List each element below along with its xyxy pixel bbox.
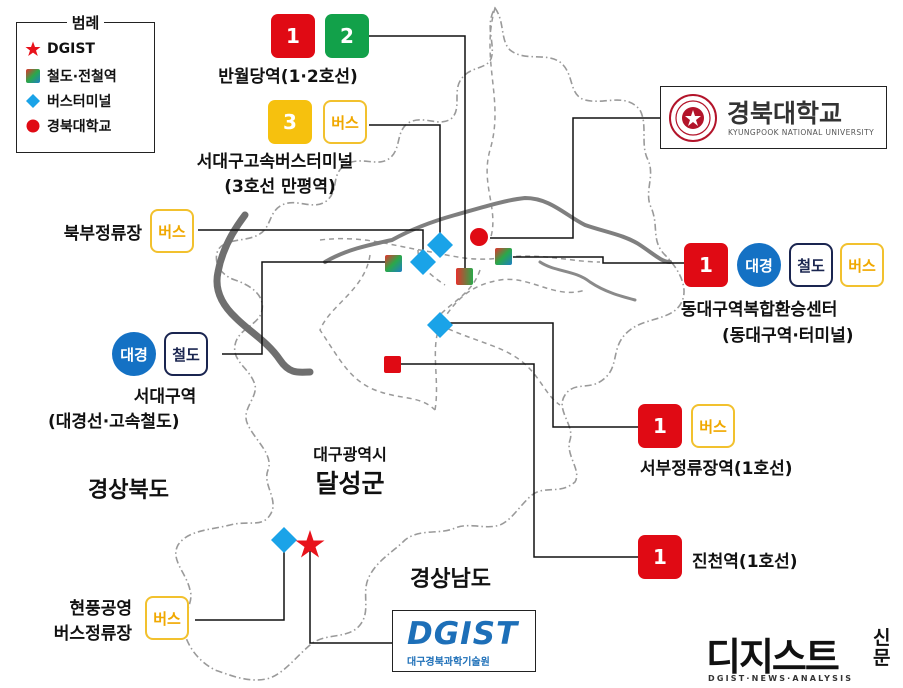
knu-logo[interactable]: 경북대학교 KYUNGPOOK NATIONAL UNIVERSITY [660, 86, 887, 149]
bukbu-label: 북부정류장 [63, 224, 142, 244]
red-circle-icon [25, 118, 41, 134]
seodaegu-bus-label-2: (3호선 만평역) [224, 177, 336, 197]
knu-logo-sub: KYUNGPOOK NATIONAL UNIVERSITY [728, 128, 875, 137]
seodaegu-bus-badge[interactable]: 버스 [323, 100, 367, 144]
dongdaegu-rail-badge[interactable]: 철도 [789, 243, 833, 287]
seobu-station-marker[interactable] [384, 356, 401, 373]
legend: 범례 DGIST 철도·전철역 버스터미널 경북대학교 [16, 14, 155, 153]
knu-marker[interactable] [470, 228, 488, 246]
seodaegu-bus-line3-badge[interactable]: 3 [268, 100, 312, 144]
jincheon-line1-badge[interactable]: 1 [638, 535, 682, 579]
legend-item-dgist: DGIST [25, 41, 95, 57]
region-daegu: 대구광역시 [313, 445, 387, 464]
region-dalseong: 달성군 [315, 469, 385, 498]
dongdaegu-line1-badge[interactable]: 1 [684, 243, 728, 287]
banwoldang-line1-badge[interactable]: 1 [271, 14, 315, 58]
dgist-logo-sub: 대구경북과학기술원 [407, 657, 490, 668]
seobu-label: 서부정류장역(1호선) [640, 459, 793, 479]
legend-item-terminal: 버스터미널 [25, 91, 111, 111]
hyeonpung-bus-badge[interactable]: 버스 [145, 596, 189, 640]
dgist-star-marker[interactable] [295, 530, 325, 558]
dongdaegu-bus-badge[interactable]: 버스 [840, 243, 884, 287]
seodaegu-terminal-marker[interactable] [427, 232, 453, 258]
hyeonpung-terminal-marker[interactable] [271, 527, 297, 553]
blue-diamond-icon [25, 93, 41, 109]
seodaegu-rail-badge[interactable]: 철도 [164, 332, 208, 376]
connector-lines [195, 35, 684, 644]
banwoldang-label: 반월당역(1·2호선) [218, 67, 358, 87]
red-star-icon [25, 41, 41, 57]
knu-logo-name: 경북대학교 [727, 99, 843, 128]
hyeonpung-label-1: 현풍공영 [69, 599, 132, 619]
seobu-bus-badge[interactable]: 버스 [691, 404, 735, 448]
bukbu-bus-badge[interactable]: 버스 [150, 209, 194, 253]
legend-item-knu: 경북대학교 [25, 116, 111, 136]
seodaegu-station-marker[interactable] [385, 255, 402, 272]
news-brand-name: 디지스트 [706, 635, 840, 679]
dongdaegu-daegyeong-badge[interactable]: 대경 [737, 243, 781, 287]
knu-emblem-icon [669, 94, 717, 142]
gradient-square-icon [25, 68, 41, 84]
geumho-river [323, 195, 672, 264]
banwoldang-line2-badge[interactable]: 2 [325, 14, 369, 58]
dongdaegu-station-marker[interactable] [495, 248, 512, 265]
seodaegu-daegyeong-badge[interactable]: 대경 [112, 332, 156, 376]
daegu-boundary [175, 6, 685, 681]
nakdong-river [213, 211, 314, 376]
legend-title: 범례 [66, 14, 105, 32]
news-brand-suffix-1: 신 [873, 627, 891, 649]
bukbu-terminal-marker[interactable] [410, 249, 436, 275]
seodaegu-bus-label-1: 서대구고속버스터미널 [196, 152, 354, 172]
dongdaegu-label-1: 동대구역복합환승센터 [681, 300, 838, 320]
seobu-line1-badge[interactable]: 1 [638, 404, 682, 448]
news-brand-suffix-2: 문 [873, 647, 891, 669]
seobu-terminal-marker[interactable] [427, 312, 453, 338]
legend-item-station: 철도·전철역 [25, 66, 117, 86]
jincheon-label: 진천역(1호선) [692, 552, 798, 572]
dongdaegu-label-2: (동대구역·터미널) [722, 326, 854, 346]
seodaegu-rail-label-1: 서대구역 [133, 387, 197, 407]
news-brand-tagline: DGIST·NEWS·ANALYSIS [708, 674, 854, 683]
region-gyeongbuk: 경상북도 [88, 478, 169, 503]
dgist-logo-name: DGIST [407, 616, 519, 652]
dgist-logo[interactable]: DGIST 대구경북과학기술원 [392, 610, 536, 672]
geumho-river-branch [538, 260, 637, 302]
banwoldang-station-marker[interactable] [456, 268, 473, 285]
region-gyeongnam: 경상남도 [410, 567, 491, 592]
seodaegu-rail-label-2: (대경선·고속철도) [48, 412, 180, 432]
hyeonpung-label-2: 버스정류장 [53, 624, 132, 644]
